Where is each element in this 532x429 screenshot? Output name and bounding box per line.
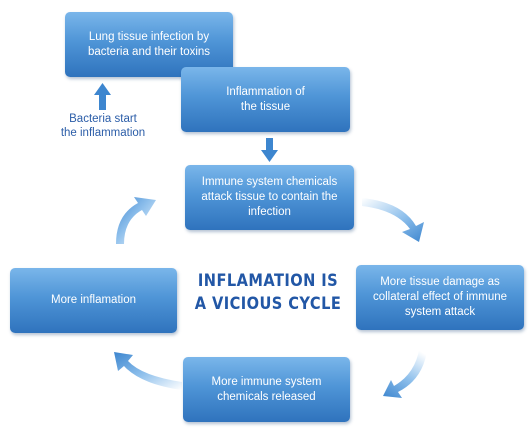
box-immune-chemicals-attack: Immune system chemicals attack tissue to…: [185, 165, 354, 230]
curved-arrow-bottom-left-icon: [114, 352, 182, 390]
curved-arrow-top-left-icon: [116, 197, 156, 244]
box-lung-tissue-infection: Lung tissue infection by bacteria and th…: [65, 12, 233, 77]
box-more-tissue-damage: More tissue damage as collateral effect …: [356, 265, 524, 330]
cycle-title: INFLAMATION IS A VICIOUS CYCLE: [194, 271, 342, 314]
bacteria-start-note: Bacteria start the inflammation: [60, 113, 146, 139]
down-arrow-icon: [261, 138, 278, 162]
curved-arrow-top-right-icon: [362, 198, 424, 242]
curved-arrow-bottom-right-icon: [383, 342, 428, 398]
box-inflammation-of-tissue: Inflammation of the tissue: [181, 67, 350, 132]
up-arrow-icon: [94, 83, 111, 110]
box-more-inflammation: More inflamation: [10, 268, 177, 333]
box-more-immune-chemicals-released: More immune system chemicals released: [183, 357, 350, 422]
